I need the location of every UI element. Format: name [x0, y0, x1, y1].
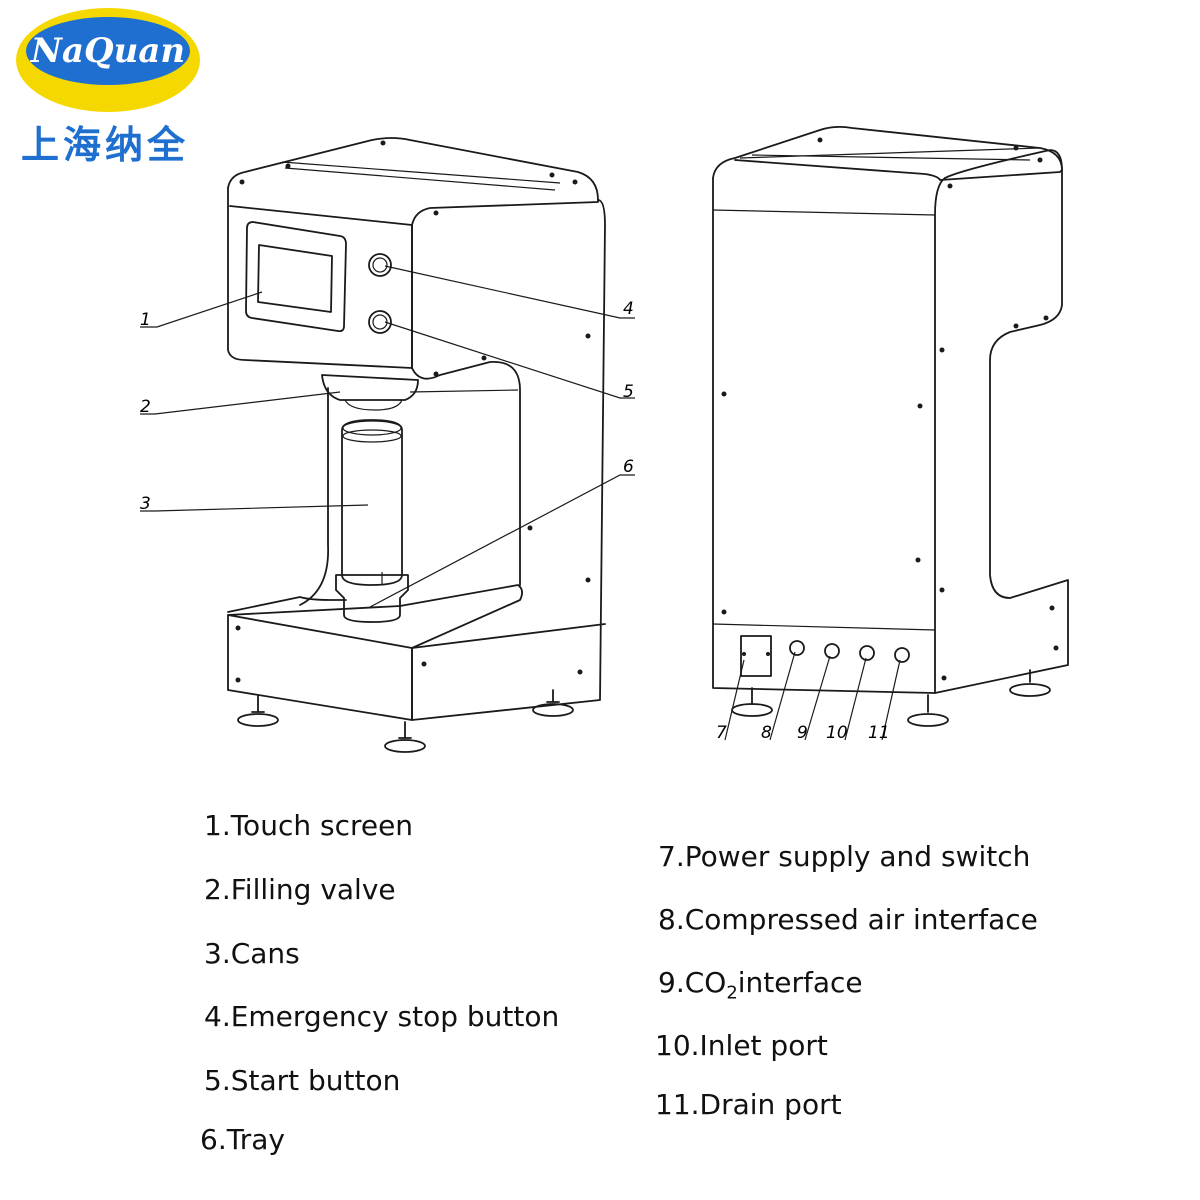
front-feet [237, 689, 574, 753]
filling-valve-bottom [344, 399, 403, 411]
callout-leaders [140, 265, 901, 741]
legend-item-inlet-port: 10.Inlet port [655, 1029, 828, 1062]
legend-item-compressed-air: 8.Compressed air interface [658, 903, 1038, 936]
front-machine [227, 137, 606, 753]
front-top-seam [281, 161, 561, 184]
touch-screen-display [257, 244, 333, 313]
callout-9: 9 [797, 723, 808, 743]
front-right-side [411, 199, 606, 721]
back-top-seam-2 [751, 154, 1031, 161]
back-rivets [721, 137, 1059, 681]
callout-4: 4 [623, 299, 634, 319]
co2-subscript: 2 [726, 982, 738, 1004]
front-throat-back [299, 387, 329, 606]
callout-6: 6 [623, 457, 634, 477]
back-feet [731, 669, 1051, 727]
front-base-top [227, 584, 523, 649]
legend-item-co2: 9.CO2interface [658, 969, 863, 1003]
logo-brand-name: NaQuan [30, 31, 185, 71]
front-top-face [227, 137, 599, 226]
back-top-face [712, 125, 1063, 181]
can-top-2 [342, 429, 402, 443]
can-body [341, 419, 403, 586]
drain-port [894, 647, 910, 663]
back-panel [712, 177, 946, 694]
callout-7: 7 [716, 723, 727, 743]
front-top-seam-2 [284, 167, 556, 191]
legend-item-tray: 6.Tray [200, 1123, 285, 1156]
callout-3: 3 [140, 494, 151, 514]
co2-port [824, 643, 840, 659]
front-base-front [227, 614, 413, 721]
legend-item-cans: 3.Cans [204, 937, 300, 970]
touch-screen-bezel [245, 221, 347, 333]
callout-10: 10 [826, 723, 848, 743]
legend-item-filling-valve: 2.Filling valve [204, 873, 396, 906]
legend-item-start-button: 5.Start button [204, 1064, 401, 1097]
callout-5: 5 [623, 382, 634, 402]
back-panel-seam [712, 209, 936, 216]
emergency-stop-button [368, 253, 392, 277]
back-top-seam [739, 147, 1041, 159]
co2-prefix: 9.CO [658, 966, 727, 999]
tray [335, 574, 409, 623]
can-top [342, 420, 402, 436]
callout-11: 11 [868, 723, 890, 743]
callout-8: 8 [761, 723, 772, 743]
back-right-side [934, 149, 1069, 694]
callout-numbers: 1 2 3 4 5 6 7 8 9 10 11 [140, 299, 890, 743]
callout-2: 2 [140, 397, 151, 417]
compressed-air-port [789, 640, 805, 656]
front-rivets [235, 140, 591, 683]
legend-item-drain-port: 11.Drain port [655, 1088, 842, 1121]
co2-suffix: interface [737, 966, 863, 999]
logo-blue-ellipse [26, 17, 190, 85]
power-switch-box [740, 635, 772, 677]
logo-chinese-name: 上海纳全 [21, 123, 189, 167]
emergency-stop-button-inner [372, 257, 388, 273]
filling-valve [321, 374, 419, 401]
start-button [368, 310, 392, 334]
front-right-side-edge [411, 224, 521, 586]
back-bottom-band [712, 623, 936, 631]
legend-item-touch-screen: 1.Touch screen [204, 809, 414, 842]
callout-1: 1 [140, 310, 151, 330]
back-machine [712, 125, 1069, 727]
front-head-face [227, 187, 413, 369]
brand-logo: NaQuan 上海纳全 [16, 8, 200, 167]
start-button-inner [372, 314, 388, 330]
front-throat-inner [409, 389, 519, 393]
inlet-port [859, 645, 875, 661]
legend-item-power-supply: 7.Power supply and switch [658, 840, 1031, 873]
legend-item-emergency-stop: 4.Emergency stop button [204, 1000, 560, 1033]
